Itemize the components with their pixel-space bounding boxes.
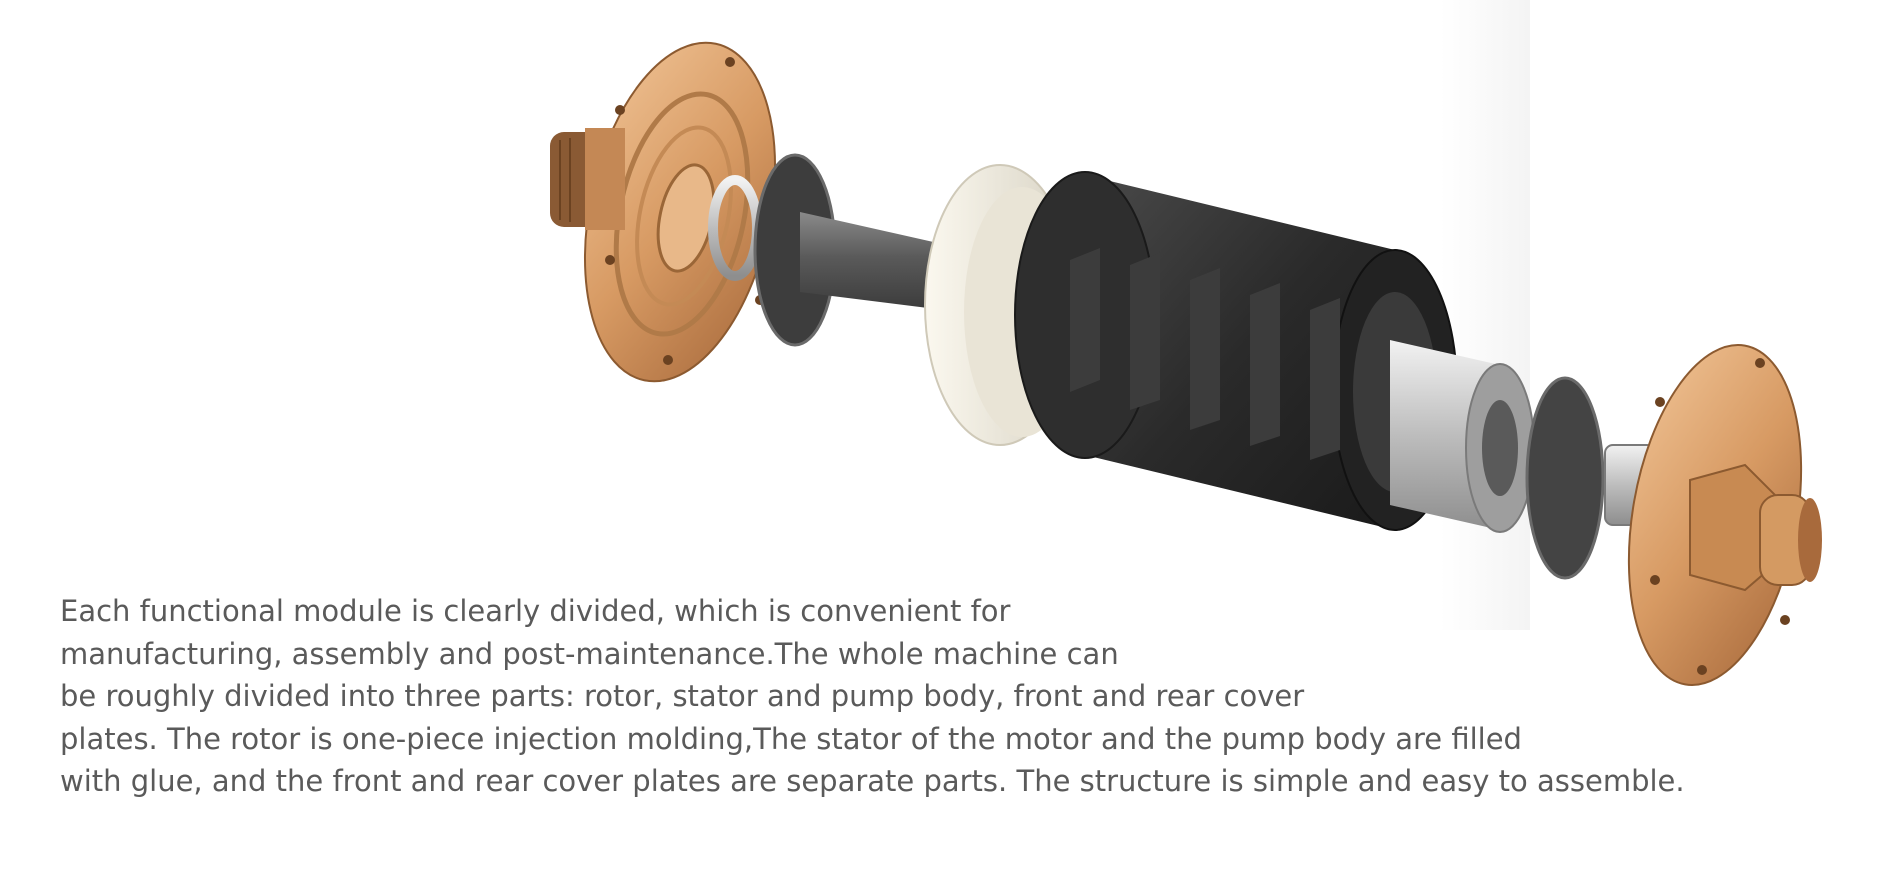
description-line: be roughly divided into three parts: rot… — [60, 679, 1305, 713]
rotor-shaft — [800, 212, 960, 312]
description-line: Each functional module is clearly divide… — [60, 594, 1011, 628]
right-impeller-disk — [1525, 376, 1605, 580]
description-line: plates. The rotor is one-piece injection… — [60, 721, 1522, 756]
description-text: Each functional module is clearly divide… — [60, 590, 1840, 803]
left-inlet-fitting — [550, 128, 625, 230]
right-outlet-fitting — [1689, 463, 1822, 592]
description-line: with glue, and the front and rear cover … — [60, 764, 1685, 798]
right-metal-sleeve — [1390, 340, 1535, 533]
description-line: manufacturing, assembly and post-mainten… — [60, 636, 1119, 671]
